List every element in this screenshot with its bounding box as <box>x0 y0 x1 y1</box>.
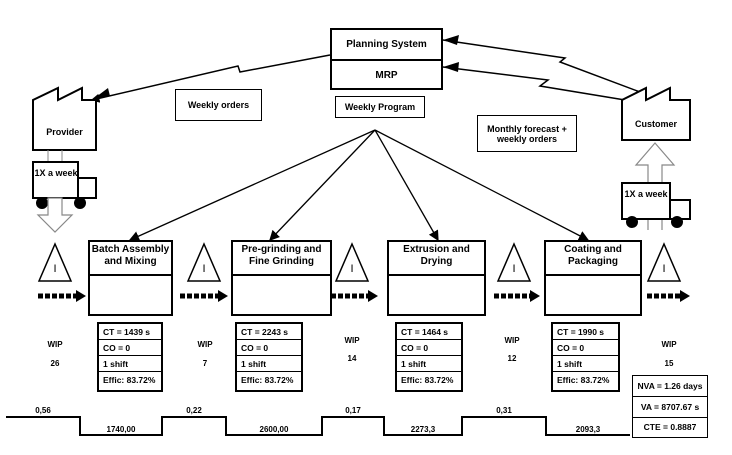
monthly-forecast-note: Monthly forecast + weekly orders <box>477 115 577 152</box>
schedule-arrow-4 <box>374 129 590 241</box>
inventory-triangle-5 <box>646 242 682 282</box>
wip-label-1: WIP <box>47 340 63 349</box>
va-value: VA = 8707.67 s <box>633 397 707 418</box>
inventory-triangle-1 <box>37 242 73 282</box>
inventory-i-5: I <box>662 263 666 275</box>
nva-value: NVA = 1.26 days <box>633 376 707 397</box>
data-box-4: CT = 1990 s CO = 0 1 shift Effic: 83.72% <box>551 322 620 392</box>
inventory-triangle-2 <box>186 242 222 282</box>
wip-label-2: WIP <box>197 340 213 349</box>
changeover: CO = 0 <box>397 340 461 356</box>
customer-factory-icon <box>621 86 691 141</box>
mrp-label: MRP <box>375 70 398 81</box>
process-name: Pre-grinding and Fine Grinding <box>233 242 330 276</box>
timeline-wait-2: 0,22 <box>186 406 202 415</box>
timeline-process-2: 2600,00 <box>259 425 289 434</box>
cycle-time: CT = 1464 s <box>397 324 461 340</box>
wip-value-1: 26 <box>50 359 60 368</box>
timeline <box>6 416 630 436</box>
weekly-orders-note: Weekly orders <box>175 89 262 121</box>
provider-label: Provider <box>46 127 83 137</box>
timeline-process-3: 2273,3 <box>410 425 436 434</box>
process-pre-grinding: Pre-grinding and Fine Grinding <box>231 240 332 316</box>
provider-factory-icon <box>32 86 97 151</box>
changeover: CO = 0 <box>553 340 618 356</box>
efficiency: Effic: 83.72% <box>241 375 294 385</box>
cycle-time: CT = 1990 s <box>553 324 618 340</box>
weekly-program-note: Weekly Program <box>335 96 425 118</box>
shifts: 1 shift <box>397 356 461 372</box>
process-name: Coating and Packaging <box>546 242 640 276</box>
process-name: Extrusion and Drying <box>389 242 484 276</box>
shifts: 1 shift <box>553 356 618 372</box>
timeline-wait-3: 0,17 <box>345 406 361 415</box>
summary-box: NVA = 1.26 days VA = 8707.67 s CTE = 0.8… <box>632 375 708 438</box>
cte-value: CTE = 0.8887 <box>643 422 697 432</box>
wip-value-4: 12 <box>507 354 517 363</box>
schedule-arrow-3 <box>374 129 439 242</box>
shifts: 1 shift <box>237 356 301 372</box>
process-batch-assembly: Batch Assembly and Mixing <box>88 240 173 316</box>
info-arrow-to-provider <box>90 54 331 103</box>
push-arrows <box>38 290 690 302</box>
wip-value-2: 7 <box>202 359 208 368</box>
timeline-wait-1: 0,56 <box>35 406 51 415</box>
wip-label-5: WIP <box>661 340 677 349</box>
inventory-i-2: I <box>202 263 206 275</box>
inventory-triangles <box>37 242 682 282</box>
timeline-wait-4: 0,31 <box>496 406 512 415</box>
provider-shipment-arrow <box>36 197 74 233</box>
wip-value-5: 15 <box>664 359 674 368</box>
efficiency: Effic: 83.72% <box>401 375 454 385</box>
inventory-i-4: I <box>512 263 516 275</box>
planning-system-box: Planning System MRP <box>330 28 443 90</box>
inventory-triangle-4 <box>496 242 532 282</box>
data-box-1: CT = 1439 s CO = 0 1 shift Effic: 83.72% <box>97 322 163 392</box>
wip-value-3: 14 <box>347 354 357 363</box>
info-arrow-from-customer-1 <box>442 39 641 93</box>
data-box-3: CT = 1464 s CO = 0 1 shift Effic: 83.72% <box>395 322 463 392</box>
inventory-i-1: I <box>53 263 57 275</box>
shifts: 1 shift <box>99 356 161 372</box>
customer-label: Customer <box>634 119 677 129</box>
changeover: CO = 0 <box>99 340 161 356</box>
customer-truck-icon <box>621 182 691 228</box>
cycle-time: CT = 1439 s <box>99 324 161 340</box>
efficiency: Effic: 83.72% <box>103 375 156 385</box>
process-extrusion: Extrusion and Drying <box>387 240 486 316</box>
schedule-arrow-1 <box>128 129 376 242</box>
schedule-arrow-2 <box>269 129 376 241</box>
process-name: Batch Assembly and Mixing <box>90 242 171 276</box>
efficiency: Effic: 83.72% <box>557 375 610 385</box>
inventory-i-3: I <box>350 263 354 275</box>
wip-label-4: WIP <box>504 336 520 345</box>
inventory-triangle-3 <box>334 242 370 282</box>
planning-system-title: Planning System <box>332 30 441 61</box>
wip-label-3: WIP <box>344 336 360 345</box>
info-arrow-from-customer-2 <box>442 66 626 101</box>
customer-truck-label: 1X a week <box>624 189 668 199</box>
process-coating: Coating and Packaging <box>544 240 642 316</box>
provider-truck-label: 1X a week <box>34 168 78 178</box>
timeline-process-4: 2093,3 <box>575 425 601 434</box>
cycle-time: CT = 2243 s <box>237 324 301 340</box>
data-box-2: CT = 2243 s CO = 0 1 shift Effic: 83.72% <box>235 322 303 392</box>
provider-truck-icon <box>32 150 97 209</box>
changeover: CO = 0 <box>237 340 301 356</box>
timeline-process-1: 1740,00 <box>106 425 136 434</box>
